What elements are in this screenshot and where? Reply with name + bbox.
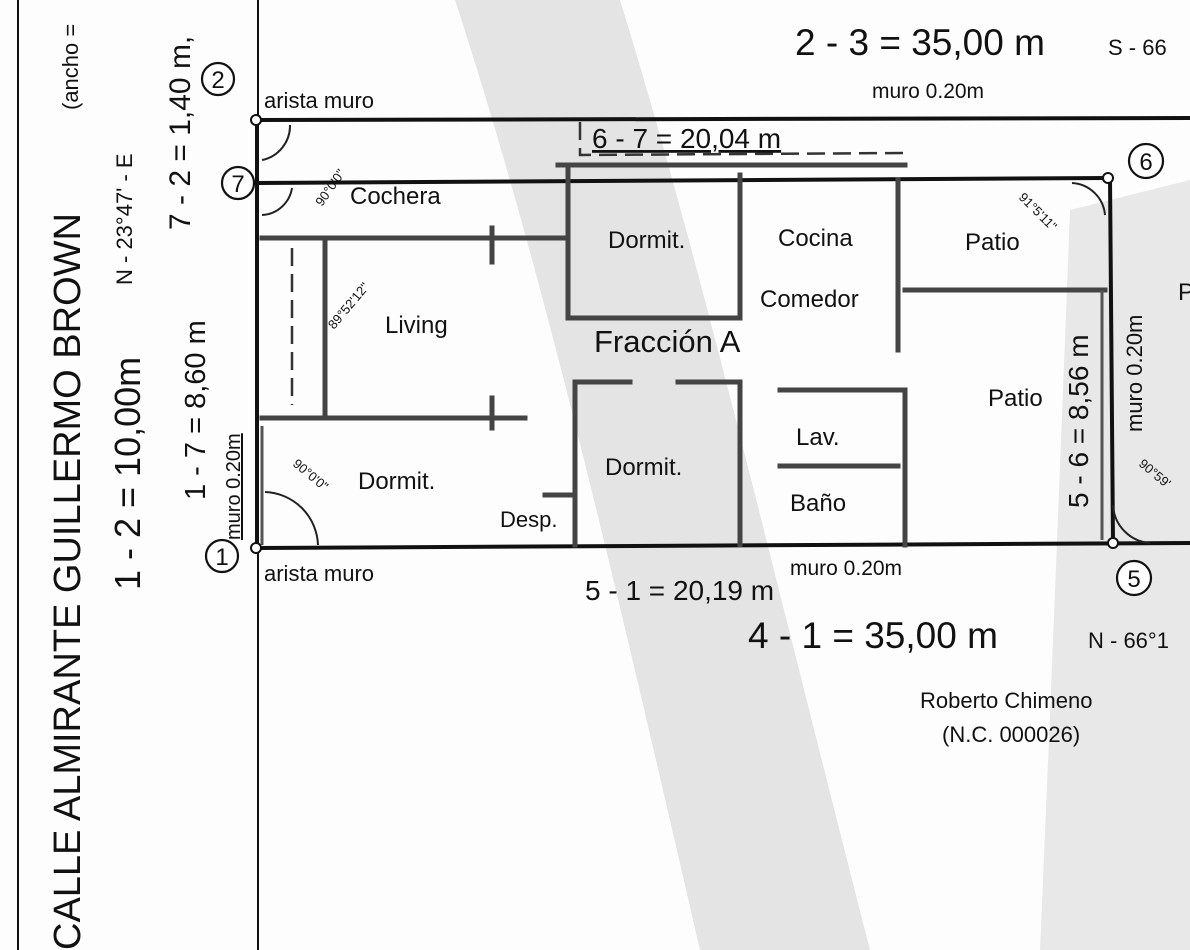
owner-nc: (N.C. 000026) [942,722,1080,747]
owner-name: Roberto Chimeno [920,688,1092,713]
angle-vertex-7: 90°0'0" [312,166,348,209]
vertex-7-label: 7 [231,171,244,198]
room-desp: Desp. [500,507,557,532]
corner-point-6 [1102,172,1114,184]
vertex-6-label: 6 [1139,149,1152,176]
vertex-6-marker: 6 [1127,142,1165,180]
room-cocina: Cocina [778,225,853,252]
street-width-note: (ancho = [58,24,83,110]
corner-point-5 [1107,537,1119,549]
room-dormit-center: Dormit. [605,454,682,481]
dimension-2-3: 2 - 3 = 35,00 m [795,22,1045,63]
room-comedor: Comedor [760,286,859,313]
dimension-dash-6-7 [578,122,906,157]
dimension-5-1: 5 - 1 = 20,19 m [585,575,774,606]
bearing-1-2: N - 23°47' - E [112,153,137,285]
boundary-7-6 [255,176,1109,185]
dimension-6-7: 6 - 7 = 20,04 m [592,123,781,154]
vertex-5-label: 5 [1127,566,1140,593]
vertex-2-label: 2 [211,67,224,94]
corner-point-2 [250,114,262,126]
edge-letter: P [1178,279,1190,306]
arista-top-label: arista muro [264,88,374,113]
muro-left-label: muro 0.20m [223,433,245,540]
vertex-1-label: 1 [215,544,228,571]
room-patio-top: Patio [965,229,1020,256]
watermark-band-right [1040,180,1190,950]
vertex-5-marker: 5 [1115,559,1153,597]
muro-right-label: muro 0.20m [1122,315,1147,432]
boundary-2-3 [255,116,1190,122]
boundary-6-5 [1108,177,1115,544]
bearing-4-1: N - 66°1 [1088,628,1169,653]
dimension-7-2: 7 - 2 = 1,40 m, [164,36,197,230]
street-name: CALLE ALMIRANTE GUILLERMO BROWN [47,213,89,950]
interior-walls [259,162,1108,548]
room-patio-right: Patio [988,385,1043,412]
fraccion-label: Fracción A [594,324,741,359]
room-cochera: Cochera [350,183,441,210]
room-bano: Baño [790,490,846,517]
vertex-7-marker: 7 [220,165,256,201]
muro-bottom-label: muro 0.20m [790,557,902,580]
room-living: Living [385,312,448,339]
angle-living: 89°52'12" [325,279,373,332]
door-arcs [261,124,1151,546]
arista-bottom-label: arista muro [264,561,374,586]
dimension-1-2: 1 - 2 = 10,00m [107,357,148,590]
room-dormit-left: Dormit. [358,468,435,495]
boundary-1-5 [255,541,1190,550]
room-dormit-top: Dormit. [608,227,685,254]
room-lav: Lav. [796,424,840,451]
angle-vertex-1: 90°0'0" [290,456,332,494]
muro-top-label: muro 0.20m [872,80,984,103]
angle-vertex-6: 91°5'11" [1016,190,1060,234]
vertex-1-marker: 1 [204,538,240,574]
dimension-1-7: 1 - 7 = 8,60 m [180,320,212,500]
corner-point-1 [250,542,262,554]
dimension-4-1: 4 - 1 = 35,00 m [748,615,998,656]
bearing-2-3: S - 66 [1108,35,1167,60]
vertex-2-marker: 2 [200,61,236,97]
dimension-5-6: 5 - 6 = 8,56 m [1063,334,1094,508]
